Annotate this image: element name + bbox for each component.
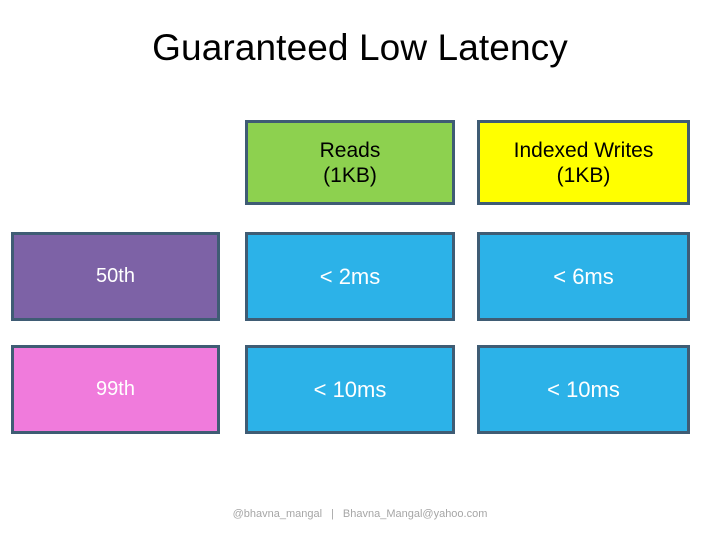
cell-99th-indexed-writes: < 10ms bbox=[477, 345, 690, 434]
table-corner-cell bbox=[11, 120, 220, 205]
column-header-indexed-writes-line1: Indexed Writes bbox=[513, 138, 654, 162]
footer-separator: | bbox=[331, 508, 334, 520]
cell-99th-reads: < 10ms bbox=[245, 345, 455, 434]
row-label-50th: 50th bbox=[11, 232, 220, 321]
cell-50th-reads: < 2ms bbox=[245, 232, 455, 321]
column-header-indexed-writes-line2: (1KB) bbox=[556, 163, 611, 187]
footer-handle: @bhavna_mangal bbox=[232, 508, 323, 520]
slide-footer: @bhavna_mangal | Bhavna_Mangal@yahoo.com bbox=[0, 508, 720, 520]
page-title: Guaranteed Low Latency bbox=[152, 27, 568, 68]
column-header-indexed-writes: Indexed Writes (1KB) bbox=[477, 120, 690, 205]
footer-email: Bhavna_Mangal@yahoo.com bbox=[342, 508, 488, 520]
row-label-99th: 99th bbox=[11, 345, 220, 434]
cell-50th-indexed-writes: < 6ms bbox=[477, 232, 690, 321]
column-header-reads-line1: Reads bbox=[319, 138, 381, 162]
column-header-reads: Reads (1KB) bbox=[245, 120, 455, 205]
column-header-reads-line2: (1KB) bbox=[323, 163, 377, 187]
